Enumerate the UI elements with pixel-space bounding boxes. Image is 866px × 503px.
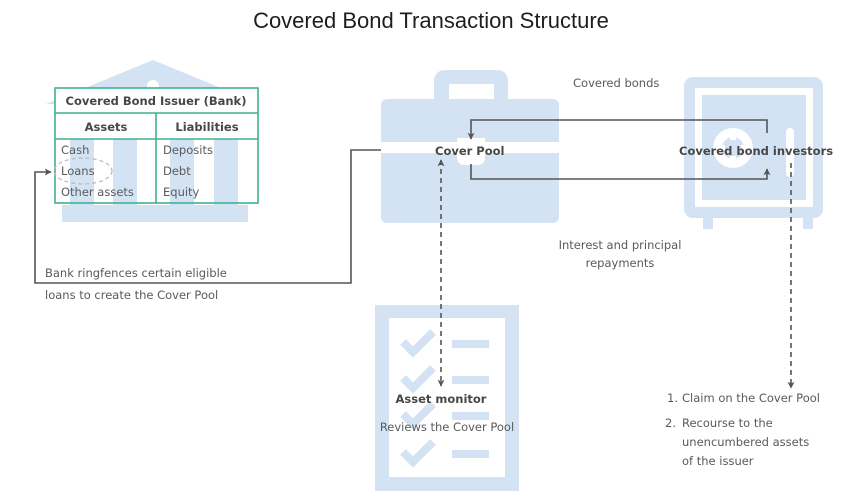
repayments-label-line: repayments [586,256,655,270]
liability-item: Debt [163,164,191,178]
ringfence-note-line: loans to create the Cover Pool [45,288,218,302]
asset-item: Other assets [61,185,134,199]
covered-bonds-label: Covered bonds [573,76,659,90]
safe-icon [684,77,823,229]
liabilities-header: Liabilities [175,120,238,134]
liability-item: Deposits [163,143,213,157]
investors-label: Covered bond investors [679,144,833,158]
checklist-clipboard-icon [375,305,519,491]
issuer-title: Covered Bond Issuer (Bank) [66,94,247,108]
briefcase-icon [381,70,559,223]
ringfence-arrow [34,146,416,284]
asset-monitor-description: Reviews the Cover Pool [380,420,514,434]
repayments-label-line: Interest and principal [559,238,682,252]
diagram-title: Covered Bond Transaction Structure [253,8,609,33]
list-item: Recourse to the [682,416,773,430]
investor-rights-list: 1. Claim on the Cover Pool 2. Recourse t… [665,391,820,468]
asset-item: Loans [61,164,95,178]
list-item: unencumbered assets [682,435,809,449]
asset-monitor-label: Asset monitor [396,392,487,406]
list-item: Claim on the Cover Pool [682,391,820,405]
repayments-arrow [470,164,771,180]
list-item: of the issuer [682,454,754,468]
assets-header: Assets [85,120,128,134]
ringfence-note-line: Bank ringfences certain eligible [45,266,227,280]
covered-bonds-arrow [467,119,768,140]
asset-item: Cash [61,143,89,157]
liability-item: Equity [163,185,200,199]
list-item-number: 2. [665,416,676,430]
list-item-number: 1. [667,391,678,405]
cover-pool-label: Cover Pool [435,144,504,158]
